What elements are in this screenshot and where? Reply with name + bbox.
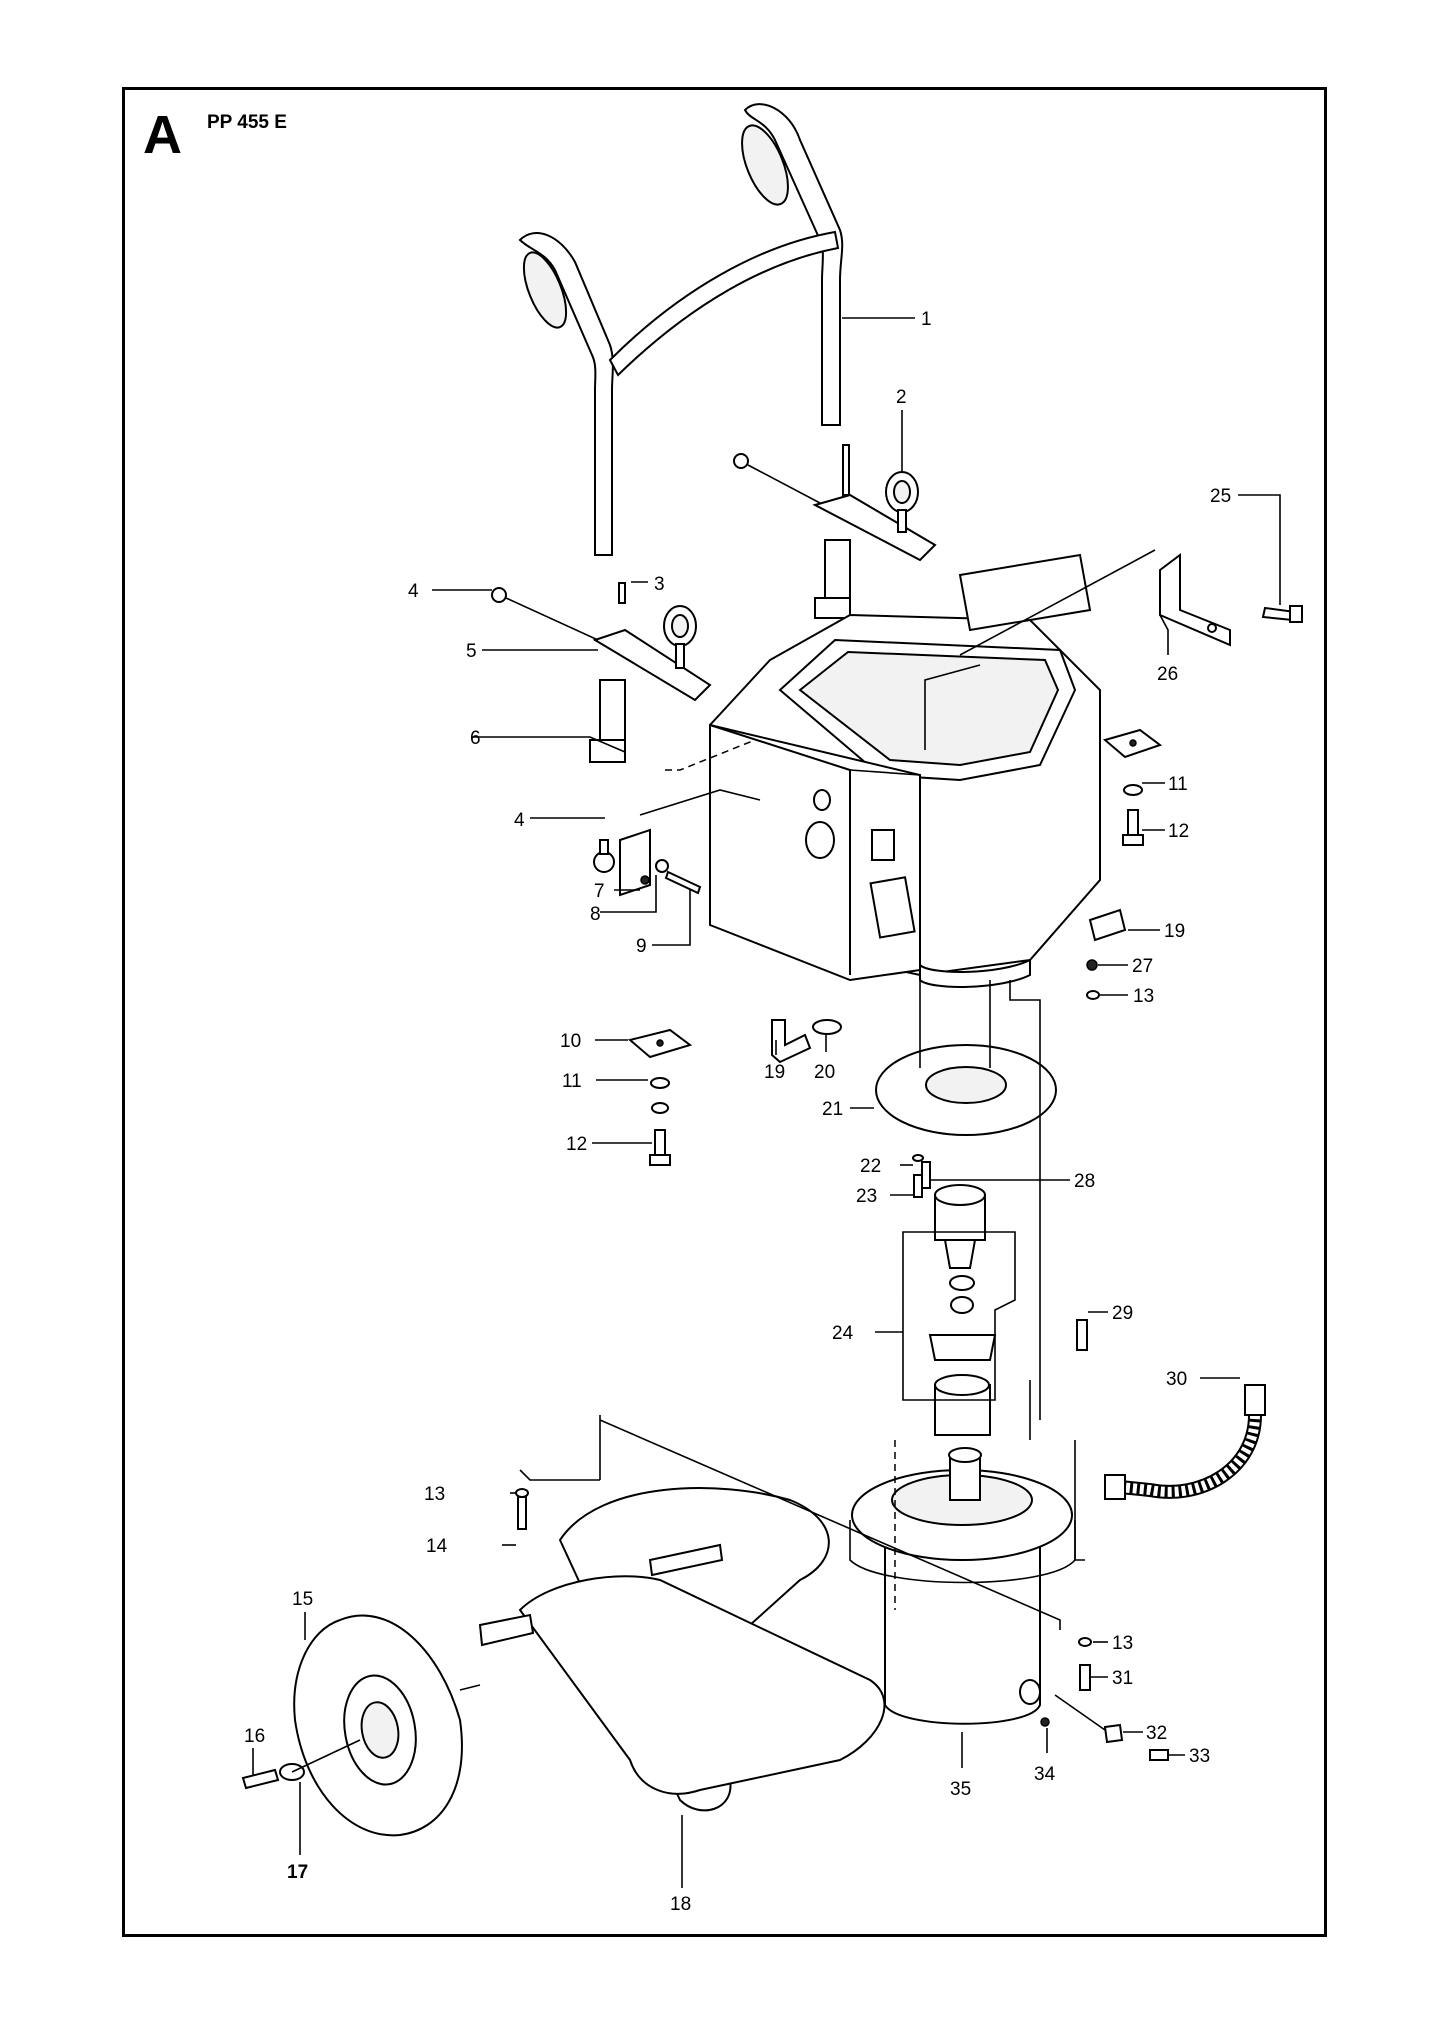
callout-4b: 4 (514, 810, 525, 831)
coupling-assembly (902, 1154, 1016, 1436)
pressure-hose (1104, 1384, 1266, 1500)
adapter-flange (875, 980, 1057, 1420)
callout-11a: 11 (1168, 774, 1188, 795)
callout-19b: 19 (764, 1062, 785, 1083)
leader-lines (252, 317, 1281, 1888)
upper-bracket-right (733, 444, 937, 619)
upper-bracket-left (491, 582, 712, 763)
callout-labels: 1 2 3 4 4 5 6 7 8 9 10 11 11 12 12 13 13… (244, 309, 1231, 1915)
callout-18: 18 (670, 1894, 691, 1915)
callout-27: 27 (1132, 956, 1153, 977)
callout-26: 26 (1157, 664, 1178, 685)
callout-9: 9 (636, 936, 647, 957)
callout-13a: 13 (1133, 986, 1154, 1007)
mount-pads (593, 728, 1163, 1166)
callout-25: 25 (1210, 486, 1231, 507)
callout-3: 3 (654, 574, 665, 595)
callout-13b: 13 (424, 1484, 445, 1505)
callout-19a: 19 (1164, 921, 1185, 942)
callout-16: 16 (244, 1726, 265, 1747)
callout-14: 14 (426, 1536, 448, 1557)
callout-28: 28 (1074, 1171, 1095, 1192)
callout-12b: 12 (566, 1134, 587, 1155)
callout-21: 21 (822, 1099, 843, 1120)
side-mount-plate (619, 739, 761, 897)
shaft-key (1076, 1319, 1088, 1351)
callout-34: 34 (1034, 1764, 1056, 1785)
callout-8: 8 (590, 904, 601, 925)
elbow-fittings (771, 908, 1127, 1064)
wheel (241, 1614, 481, 1837)
callout-20: 20 (814, 1062, 835, 1083)
callout-23: 23 (856, 1186, 877, 1207)
callout-22: 22 (860, 1156, 881, 1177)
cart-frame (478, 1415, 1061, 1812)
callout-4a: 4 (408, 581, 419, 602)
handle-frame (518, 103, 844, 556)
section-letter: A (143, 105, 182, 165)
callout-32: 32 (1146, 1723, 1167, 1744)
callout-29: 29 (1112, 1303, 1133, 1324)
callout-24: 24 (832, 1323, 854, 1344)
callout-7: 7 (594, 881, 605, 902)
callout-6: 6 (470, 728, 481, 749)
callout-5: 5 (466, 641, 477, 662)
callout-31: 31 (1112, 1668, 1133, 1689)
callout-13c: 13 (1112, 1633, 1133, 1654)
callout-30: 30 (1166, 1369, 1187, 1390)
callout-11b: 11 (562, 1071, 582, 1092)
callout-2: 2 (896, 387, 907, 408)
diagram-frame (122, 87, 1327, 1937)
callout-33: 33 (1189, 1746, 1210, 1767)
electric-motor (849, 1380, 1169, 1761)
callout-17: 17 (287, 1862, 308, 1883)
callout-10: 10 (560, 1031, 581, 1052)
pump-housing (709, 553, 1101, 988)
callout-1: 1 (921, 309, 932, 330)
callout-35: 35 (950, 1779, 971, 1800)
callout-15: 15 (292, 1589, 313, 1610)
callout-12a: 12 (1168, 821, 1189, 842)
model-title: PP 455 E (207, 112, 287, 133)
